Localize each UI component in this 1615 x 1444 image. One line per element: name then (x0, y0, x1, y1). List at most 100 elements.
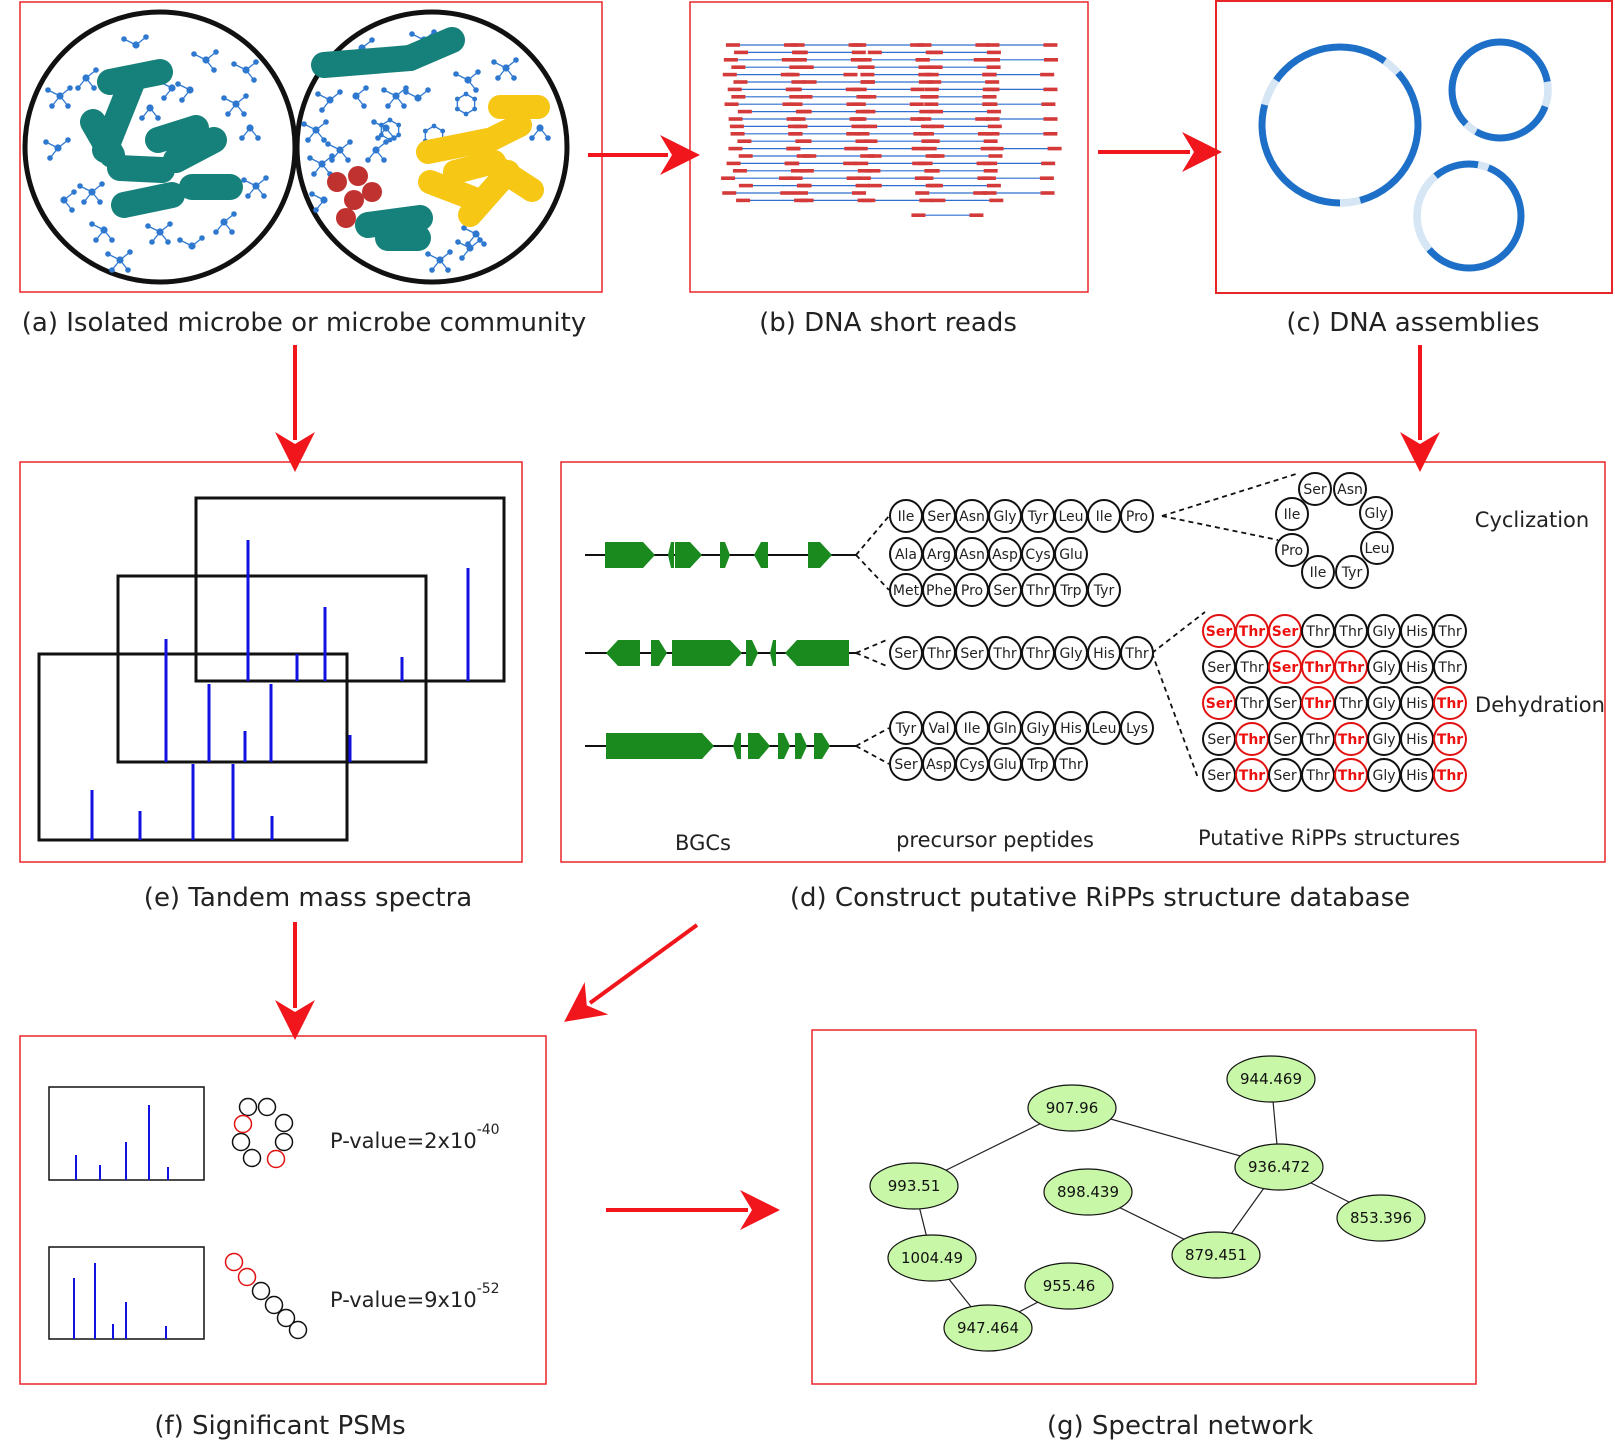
read (911, 213, 984, 217)
svg-text:Ser: Ser (1273, 696, 1297, 712)
svg-text:Ile: Ile (1096, 509, 1113, 525)
read (851, 102, 924, 106)
read (788, 102, 861, 106)
svg-text:Thr: Thr (1305, 732, 1329, 748)
svg-text:936.472: 936.472 (1248, 1158, 1310, 1176)
read (915, 58, 988, 62)
read (852, 117, 925, 121)
read (728, 117, 801, 121)
psm-peptide (231, 1097, 294, 1169)
read (792, 58, 865, 62)
psm-peptide-structures (224, 1097, 308, 1340)
molecule (309, 191, 328, 213)
svg-text:Thr: Thr (1239, 768, 1266, 784)
amino-acid: Ser (1268, 686, 1302, 720)
residue (274, 1113, 294, 1133)
connector (1151, 652, 1199, 779)
amino-acid: Ser (1268, 614, 1302, 648)
read (856, 176, 929, 180)
residue (251, 1281, 271, 1301)
amino-acid: Thr (1301, 614, 1335, 648)
svg-text:Pro: Pro (1281, 543, 1303, 559)
residue (231, 1132, 251, 1152)
bgc-track (585, 733, 856, 759)
svg-text:993.51: 993.51 (888, 1177, 941, 1195)
amino-acid: Thr (1334, 650, 1368, 684)
read (925, 139, 998, 143)
small-molecules (43, 29, 551, 273)
amino-acid: Leu (1087, 711, 1121, 745)
psm-peaks (73, 1105, 169, 1339)
network-node: 955.46 (1024, 1262, 1114, 1310)
amino-acid: Arg (922, 537, 956, 571)
svg-text:Ser: Ser (960, 646, 984, 662)
svg-text:Ile: Ile (964, 721, 981, 737)
amino-acid: Gly (1021, 711, 1055, 745)
svg-text:Ser: Ser (1206, 696, 1233, 712)
read (738, 154, 811, 158)
svg-text:Thr: Thr (1239, 624, 1266, 640)
read (732, 169, 805, 173)
svg-text:Trp: Trp (1059, 583, 1081, 599)
amino-acid: Phe (922, 573, 956, 607)
caption-a: (a) Isolated microbe or microbe communit… (22, 308, 586, 338)
molecule (75, 67, 99, 91)
read (787, 87, 860, 92)
read (862, 95, 935, 99)
svg-text:Ser: Ser (1273, 732, 1297, 748)
read (797, 183, 870, 188)
svg-text:Met: Met (893, 583, 920, 599)
molecule (77, 181, 105, 205)
gene-arrow (668, 542, 674, 568)
read (915, 191, 988, 195)
amino-acid: Gly (1367, 722, 1401, 756)
amino-acid: His (1087, 636, 1121, 670)
network-edges (913, 1078, 1382, 1329)
svg-text:Gly: Gly (1364, 506, 1387, 522)
svg-text:Ser: Ser (927, 509, 951, 525)
gene-arrow (746, 640, 758, 666)
svg-text:Thr: Thr (1305, 660, 1332, 676)
read (793, 50, 866, 55)
svg-text:Thr: Thr (1305, 624, 1329, 640)
molecule (60, 189, 77, 213)
amino-acid: Thr (1334, 614, 1368, 648)
read (797, 109, 870, 114)
gene-arrow (785, 640, 849, 666)
svg-text:Val: Val (929, 721, 950, 737)
read (982, 72, 1055, 77)
amino-acid: Thr (1301, 722, 1335, 756)
svg-text:Arg: Arg (927, 547, 951, 563)
molecule (145, 221, 173, 245)
amino-acid: Thr (1120, 636, 1154, 670)
amino-acid: Ser (889, 747, 923, 781)
read (788, 132, 861, 136)
svg-text:Thr: Thr (1124, 646, 1148, 662)
label-precursor-peptides: precursor peptides (896, 828, 1094, 852)
label-bgcs: BGCs (675, 831, 731, 855)
bgc-track (585, 542, 856, 568)
gene-arrow (770, 640, 776, 666)
svg-text:Glu: Glu (1059, 547, 1083, 563)
read (793, 191, 866, 195)
caption-b: (b) DNA short reads (759, 308, 1017, 338)
contig (1258, 43, 1422, 207)
caption-d: (d) Construct putative RiPPs structure d… (790, 883, 1410, 913)
amino-acid: Pro (1120, 499, 1154, 533)
svg-text:Asn: Asn (959, 547, 985, 563)
amino-acid: Glu (1054, 537, 1088, 571)
panel-e-frame (19, 461, 523, 863)
svg-text:Tyr: Tyr (1093, 583, 1115, 599)
amino-acid: Pro (955, 573, 989, 607)
read (731, 95, 804, 99)
svg-text:955.46: 955.46 (1043, 1277, 1096, 1295)
svg-text:Pro: Pro (1126, 509, 1148, 525)
amino-acid: Val (922, 711, 956, 745)
svg-text:Gly: Gly (993, 509, 1016, 525)
residue (274, 1132, 294, 1152)
connector (855, 745, 890, 765)
molecule (529, 124, 551, 141)
svg-text:Thr: Thr (1437, 624, 1461, 640)
